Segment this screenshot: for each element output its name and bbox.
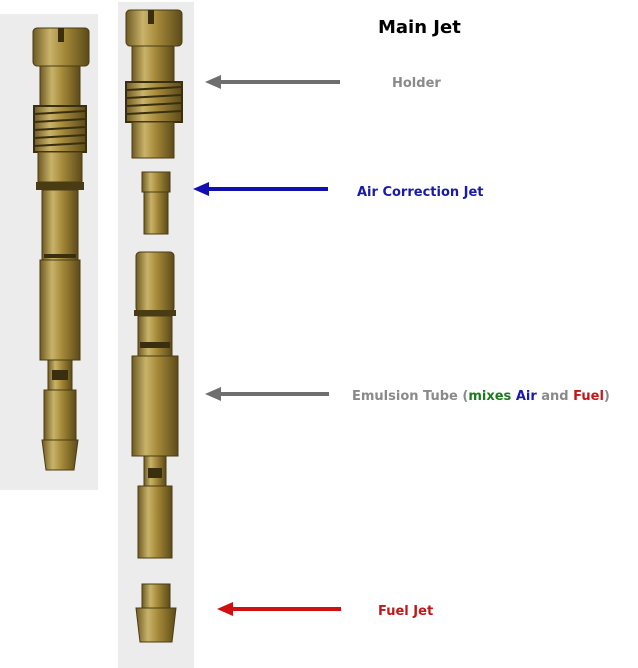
close-paren: ) bbox=[603, 389, 610, 404]
fuel-jet-part bbox=[135, 583, 177, 643]
air-correction-jet-arrow-icon bbox=[193, 182, 328, 196]
holder-part bbox=[125, 9, 183, 159]
fuel-jet-label: Fuel Jet bbox=[378, 604, 434, 619]
emulsion-tube-label: Emulsion Tube (mixes Air and Fuel) bbox=[352, 389, 610, 404]
assembled-main-jet-illustration bbox=[32, 27, 90, 471]
fuel-jet-arrow-icon bbox=[217, 602, 341, 616]
holder-arrow-icon bbox=[205, 75, 340, 89]
diagram-title: Main Jet bbox=[378, 17, 461, 38]
assembled-main-jet-photo bbox=[0, 14, 98, 490]
emulsion-tube-part bbox=[131, 251, 179, 559]
and-word: and bbox=[536, 389, 574, 404]
air-correction-jet-part bbox=[141, 171, 171, 235]
exploded-main-jet-illustration bbox=[125, 9, 183, 643]
air-correction-jet-label: Air Correction Jet bbox=[357, 185, 484, 200]
emulsion-tube-arrow-icon bbox=[205, 387, 329, 401]
exploded-main-jet-photo bbox=[118, 2, 194, 668]
mixes-word: mixes bbox=[468, 389, 512, 404]
fuel-word: Fuel bbox=[573, 389, 604, 404]
air-word: Air bbox=[515, 389, 537, 404]
emulsion-tube-text: Emulsion Tube ( bbox=[352, 389, 469, 404]
holder-label: Holder bbox=[392, 76, 441, 91]
